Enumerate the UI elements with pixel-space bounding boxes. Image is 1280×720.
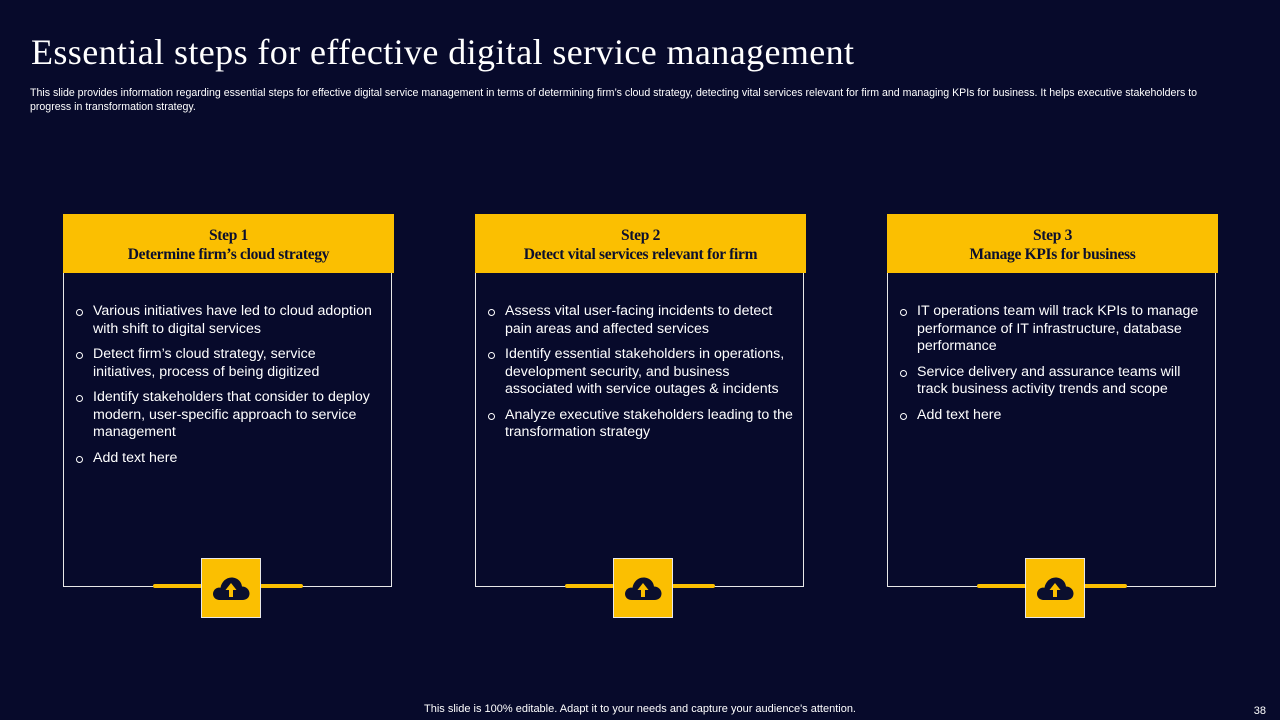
step-bullet-list: Assess vital user-facing incidents to de… <box>488 303 793 450</box>
bullet-item: Detect firm’s cloud strategy, service in… <box>76 346 381 381</box>
bullet-text: Identify essential stakeholders in opera… <box>505 346 785 397</box>
step-card-3: Step 3 Manage KPIs for business IT opera… <box>887 214 1218 618</box>
bullet-text: Various initiatives have led to cloud ad… <box>93 303 372 337</box>
step-heading: Detect vital services relevant for firm <box>523 246 758 263</box>
step-number: Step 1 <box>208 227 249 244</box>
bullet-text: Identify stakeholders that consider to d… <box>93 389 370 440</box>
circle-bullet-icon <box>488 412 495 420</box>
bullet-text: Add text here <box>93 449 178 466</box>
cloud-upload-icon <box>1037 577 1074 600</box>
page-number: 38 <box>1253 705 1266 717</box>
circle-bullet-icon <box>488 309 495 316</box>
footer-note: This slide is 100% editable. Adapt it to… <box>424 703 856 715</box>
bullet-text: Analyze executive stakeholders leading t… <box>505 406 793 441</box>
circle-bullet-icon <box>488 352 495 359</box>
circle-bullet-icon <box>900 412 907 420</box>
bullet-text: Assess vital user-facing incidents to de… <box>505 303 773 337</box>
bullet-item: Various initiatives have led to cloud ad… <box>76 303 381 338</box>
bullet-item: Assess vital user-facing incidents to de… <box>488 303 793 338</box>
step-heading: Determine firm’s cloud strategy <box>127 246 330 263</box>
step-icon-box <box>1025 558 1085 618</box>
bullet-item: Analyze executive stakeholders leading t… <box>488 407 793 442</box>
step-icon-box <box>613 558 673 618</box>
circle-bullet-icon <box>900 309 907 316</box>
bullet-item: Service delivery and assurance teams wil… <box>900 364 1205 399</box>
bullet-text: Detect firm’s cloud strategy, service in… <box>93 346 320 380</box>
step-card-2: Step 2 Detect vital services relevant fo… <box>475 214 806 618</box>
step-card-header: Step 3 Manage KPIs for business <box>887 214 1218 273</box>
step-icon-box <box>201 558 261 618</box>
bullet-item: Identify essential stakeholders in opera… <box>488 346 793 399</box>
circle-bullet-icon <box>76 352 83 359</box>
circle-bullet-icon <box>76 395 83 402</box>
bullet-item: Add text here <box>76 450 381 468</box>
circle-bullet-icon <box>76 455 83 463</box>
circle-bullet-icon <box>900 369 907 377</box>
bullet-text: Service delivery and assurance teams wil… <box>917 363 1181 398</box>
step-card-header: Step 2 Detect vital services relevant fo… <box>475 214 806 273</box>
bullet-item: Identify stakeholders that consider to d… <box>76 389 381 442</box>
circle-bullet-icon <box>76 309 83 316</box>
step-bullet-list: IT operations team will track KPIs to ma… <box>900 303 1205 432</box>
bullet-item: IT operations team will track KPIs to ma… <box>900 303 1205 356</box>
slide-title: Essential steps for effective digital se… <box>31 32 855 72</box>
bullet-item: Add text here <box>900 407 1205 425</box>
step-bullet-list: Various initiatives have led to cloud ad… <box>76 303 381 475</box>
slide-subtitle: This slide provides information regardin… <box>30 87 1198 113</box>
cloud-upload-icon <box>213 577 250 600</box>
bullet-text: IT operations team will track KPIs to ma… <box>917 303 1199 354</box>
step-number: Step 3 <box>1032 227 1073 244</box>
step-number: Step 2 <box>620 227 661 244</box>
step-card-1: Step 1 Determine firm’s cloud strategy V… <box>63 214 394 618</box>
bullet-text: Add text here <box>917 406 1002 423</box>
step-card-header: Step 1 Determine firm’s cloud strategy <box>63 214 394 273</box>
cloud-upload-icon <box>625 577 662 600</box>
step-heading: Manage KPIs for business <box>969 246 1136 263</box>
